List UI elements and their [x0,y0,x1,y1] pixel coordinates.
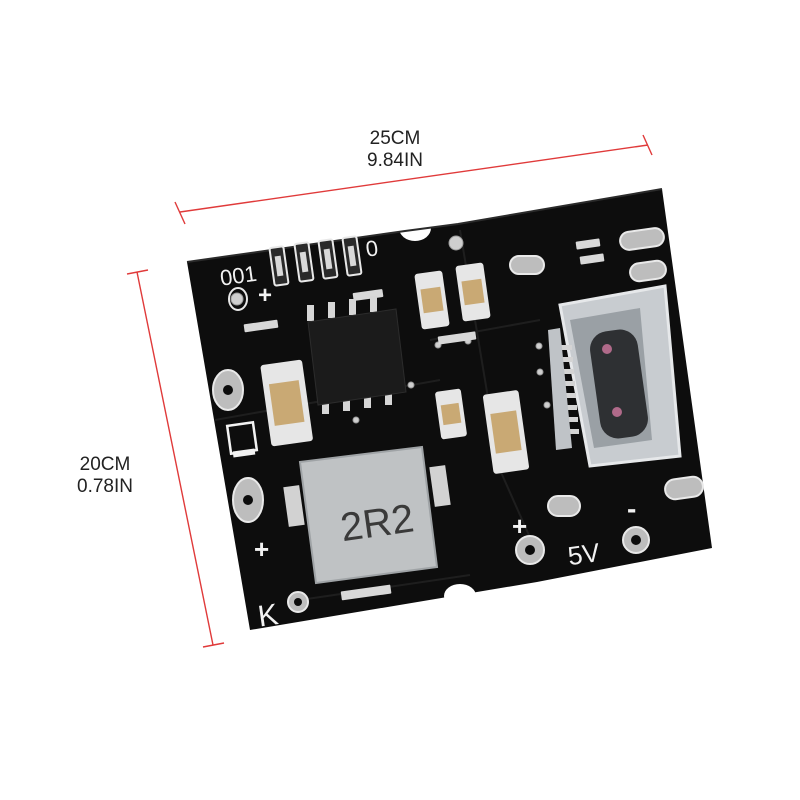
silk-plus-top: + [258,282,272,309]
top-led-row [268,235,363,287]
silk-top-code: 001 [219,261,259,291]
board-notch-top [399,215,431,241]
silk-k-label: K [256,598,280,633]
width-dimension-line [174,134,653,225]
inductor-marking: 2R2 [338,496,417,550]
width-cm: 25CM [369,128,421,149]
silk-top-zero: 0 [364,235,380,261]
silk-5v-label: 5V [566,537,602,571]
small-pad-top-left [228,287,248,311]
height-dimension-label: 20CM 0.78IN [50,454,160,498]
height-cm: 20CM [79,454,131,475]
usb-c-port [548,284,682,468]
inductor: 2R2 [283,445,451,585]
width-dimension-label: 25CM 9.84IN [335,128,455,172]
large-pads [212,227,704,565]
silk-plus-left: + [254,534,269,564]
height-dimension-line [126,269,225,648]
ic-chip [307,296,407,414]
smd-capacitors [260,262,530,474]
silk-plus-right: + [512,511,527,541]
width-in: 9.84IN [367,150,423,171]
vias [230,235,551,436]
board-notch-bottom [444,584,476,608]
silk-minus-right: - [627,493,636,524]
height-in: 0.78IN [77,476,133,497]
tiny-smd-row [243,238,605,601]
